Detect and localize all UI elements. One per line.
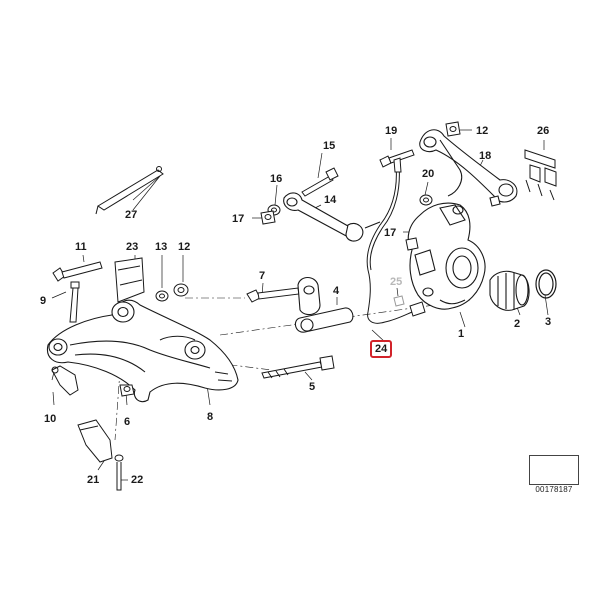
callout-4[interactable]: 4 bbox=[333, 285, 340, 297]
callout-22[interactable]: 22 bbox=[131, 474, 144, 486]
part-11-bolt bbox=[52, 261, 103, 282]
callout-12-top[interactable]: 12 bbox=[476, 125, 489, 137]
callout-23[interactable]: 23 bbox=[126, 241, 139, 253]
callout-13[interactable]: 13 bbox=[155, 241, 168, 253]
callout-1[interactable]: 1 bbox=[458, 328, 465, 340]
part-13-washer bbox=[155, 290, 169, 302]
part-21-plate bbox=[77, 419, 113, 463]
callout-18[interactable]: 18 bbox=[479, 150, 492, 162]
reference-code: 00178187 bbox=[535, 485, 573, 494]
callout-11[interactable]: 11 bbox=[75, 241, 87, 253]
callout-6[interactable]: 6 bbox=[124, 416, 131, 428]
callout-5[interactable]: 5 bbox=[309, 381, 316, 393]
callout-10[interactable]: 10 bbox=[44, 413, 57, 425]
part-9-bolt bbox=[69, 281, 80, 323]
callout-20[interactable]: 20 bbox=[422, 168, 435, 180]
part-1-wheel-carrier bbox=[407, 202, 486, 310]
callout-17-left[interactable]: 17 bbox=[232, 213, 245, 225]
callout-24-highlighted[interactable]: 24 bbox=[370, 340, 393, 358]
part-7-bolt bbox=[246, 287, 300, 303]
callout-21[interactable]: 21 bbox=[87, 474, 100, 486]
part-27-strap bbox=[95, 166, 164, 215]
part-2-wheel-bearing bbox=[489, 270, 530, 311]
part-5-bolt bbox=[261, 355, 335, 379]
part-12-nut-top bbox=[445, 121, 461, 137]
callout-12-left[interactable]: 12 bbox=[178, 241, 191, 253]
part-24-sensor-cable bbox=[366, 157, 426, 324]
callout-15[interactable]: 15 bbox=[323, 140, 336, 152]
part-10-bracket bbox=[51, 365, 79, 396]
reference-thumbnail bbox=[529, 455, 579, 485]
part-18-upper-arm bbox=[419, 129, 518, 207]
part-25-bolt bbox=[393, 295, 405, 307]
part-22-bolt bbox=[114, 454, 124, 491]
callout-14[interactable]: 14 bbox=[324, 194, 337, 206]
part-23-bracket bbox=[114, 257, 145, 303]
part-15-bolt bbox=[301, 167, 339, 197]
part-8-control-arm bbox=[46, 299, 239, 403]
part-20-washer bbox=[419, 194, 433, 206]
part-17-nut bbox=[260, 210, 276, 225]
callout-9[interactable]: 9 bbox=[40, 295, 47, 307]
part-4-link bbox=[294, 276, 354, 333]
callout-19[interactable]: 19 bbox=[385, 125, 398, 137]
part-17-nut-right bbox=[405, 237, 419, 251]
callout-16[interactable]: 16 bbox=[270, 173, 283, 185]
part-3-circlip bbox=[535, 269, 557, 299]
callout-26[interactable]: 26 bbox=[537, 125, 550, 137]
part-6-nut bbox=[119, 384, 135, 397]
part-26-clips bbox=[524, 149, 557, 201]
callout-17-right[interactable]: 17 bbox=[384, 227, 397, 239]
callout-25[interactable]: 25 bbox=[390, 276, 403, 288]
part-12-nut bbox=[173, 283, 189, 297]
callout-2[interactable]: 2 bbox=[514, 318, 521, 330]
callout-27[interactable]: 27 bbox=[125, 209, 138, 221]
part-14-link bbox=[283, 192, 381, 242]
callout-8[interactable]: 8 bbox=[207, 411, 214, 423]
callout-3[interactable]: 3 bbox=[545, 316, 552, 328]
callout-7[interactable]: 7 bbox=[259, 270, 266, 282]
